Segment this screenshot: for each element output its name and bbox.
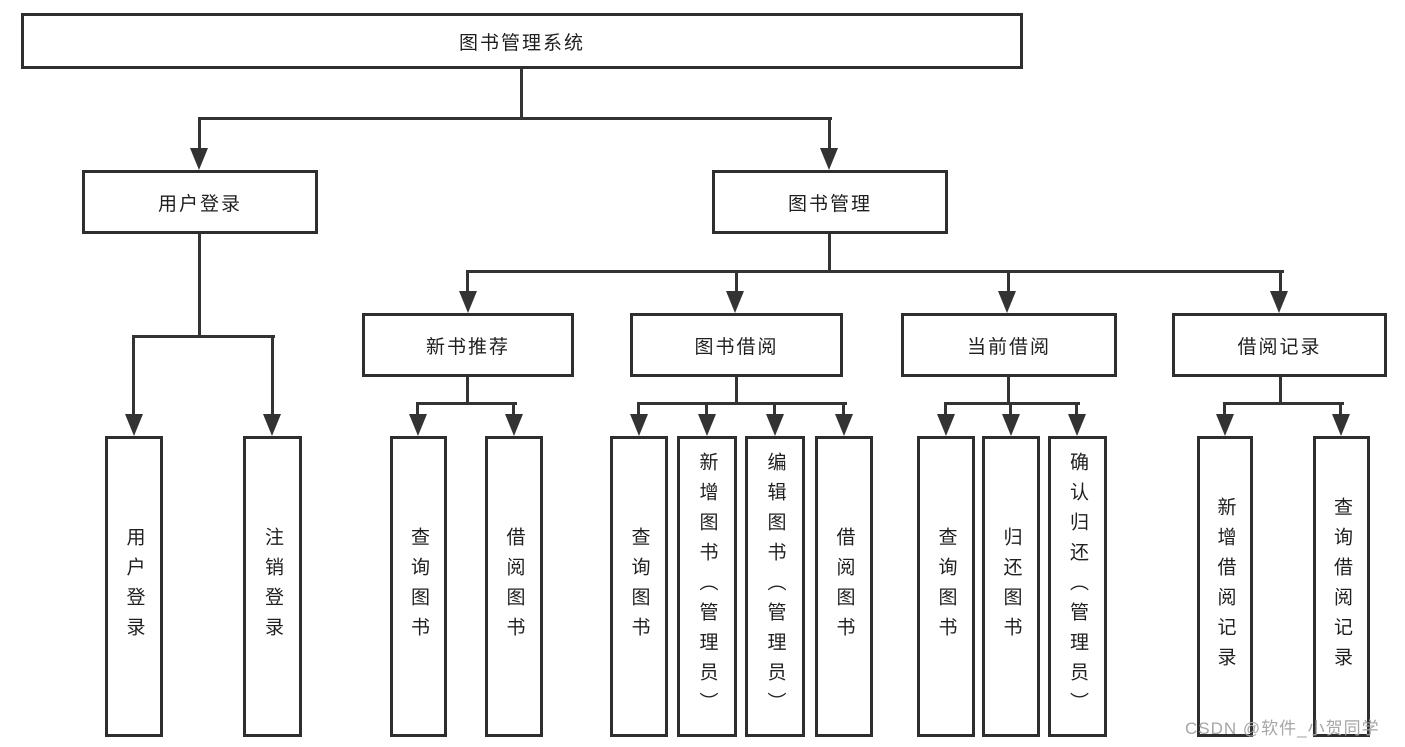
connector-line [132, 335, 275, 338]
leaf-edit-book-admin: 编辑图书（管理员） [745, 436, 805, 737]
leaf-user-login: 用户登录 [105, 436, 163, 737]
connector-line [198, 117, 832, 120]
arrowhead-down-icon [190, 148, 208, 170]
arrowhead-down-icon [937, 414, 955, 436]
arrowhead-down-icon [998, 291, 1016, 313]
connector-line [466, 377, 469, 405]
arrowhead-down-icon [505, 414, 523, 436]
connector-line [637, 402, 847, 405]
leaf-label: 确认归还（管理员） [1067, 451, 1088, 722]
connector-line [1223, 402, 1344, 405]
connector-line [1279, 377, 1282, 405]
node-root: 图书管理系统 [21, 13, 1023, 69]
leaf-confirm-return-admin: 确认归还（管理员） [1048, 436, 1107, 737]
node-book-borrow: 图书借阅 [630, 313, 843, 377]
leaf-label: 注销登录 [262, 526, 283, 647]
node-label: 新书推荐 [425, 336, 510, 358]
leaf-label: 借阅图书 [833, 526, 855, 647]
leaf-label: 查询图书 [408, 526, 429, 647]
node-current-borrow: 当前借阅 [901, 313, 1117, 377]
leaf-label: 查询借阅记录 [1331, 496, 1352, 677]
arrowhead-down-icon [1002, 414, 1020, 436]
arrowhead-down-icon [459, 291, 477, 313]
node-label: 借阅记录 [1237, 336, 1322, 358]
leaf-query-books-recommend: 查询图书 [390, 436, 447, 737]
connector-line [1007, 377, 1010, 405]
connector-line [1009, 402, 1012, 420]
connector-line [842, 402, 845, 420]
leaf-borrow-books: 借阅图书 [815, 436, 873, 737]
connector-line [416, 402, 517, 405]
leaf-add-borrow-record: 新增借阅记录 [1197, 436, 1253, 737]
leaf-label: 归还图书 [1000, 526, 1022, 647]
connector-line [773, 402, 776, 420]
node-new-book-recommend: 新书推荐 [362, 313, 574, 377]
connector-line [1075, 402, 1078, 420]
arrowhead-down-icon [766, 414, 784, 436]
arrowhead-down-icon [125, 414, 143, 436]
connector-line [520, 69, 523, 119]
arrowhead-down-icon [726, 291, 744, 313]
node-label: 图书管理系统 [458, 32, 585, 54]
connector-line [735, 377, 738, 405]
leaf-label: 新增图书（管理员） [696, 451, 718, 722]
connector-line [1223, 402, 1226, 420]
leaf-add-book-admin: 新增图书（管理员） [677, 436, 737, 737]
leaf-return-book: 归还图书 [982, 436, 1040, 737]
connector-line [944, 402, 947, 420]
arrowhead-down-icon [820, 148, 838, 170]
node-label: 用户登录 [157, 193, 242, 215]
arrowhead-down-icon [1270, 291, 1288, 313]
arrowhead-down-icon [630, 414, 648, 436]
connector-line [828, 117, 831, 152]
csdn-watermark: CSDN @软件_小贺同学 [1185, 719, 1380, 738]
connector-line [735, 270, 738, 295]
leaf-label: 用户登录 [123, 526, 145, 647]
connector-line [512, 402, 515, 420]
node-label: 图书借阅 [694, 336, 779, 358]
arrowhead-down-icon [1216, 414, 1234, 436]
arrowhead-down-icon [835, 414, 853, 436]
connector-line [198, 117, 201, 152]
arrowhead-down-icon [263, 414, 281, 436]
connector-line [637, 402, 640, 420]
arrowhead-down-icon [698, 414, 716, 436]
node-borrow-records: 借阅记录 [1172, 313, 1387, 377]
connector-line [1279, 270, 1282, 295]
leaf-label: 查询图书 [935, 526, 957, 647]
connector-line [416, 402, 419, 420]
connector-line [705, 402, 708, 420]
leaf-label: 查询图书 [628, 526, 650, 647]
connector-line [198, 234, 201, 337]
arrowhead-down-icon [1068, 414, 1086, 436]
node-label: 图书管理 [787, 193, 872, 215]
connector-line [1339, 402, 1342, 420]
connector-line [466, 270, 1284, 273]
node-book-management: 图书管理 [712, 170, 948, 234]
leaf-logout: 注销登录 [243, 436, 302, 737]
connector-line [944, 402, 1080, 405]
leaf-query-books-borrow: 查询图书 [610, 436, 668, 737]
node-label: 当前借阅 [966, 336, 1051, 358]
connector-line [828, 234, 831, 273]
leaf-label: 编辑图书（管理员） [764, 451, 786, 722]
arrowhead-down-icon [409, 414, 427, 436]
leaf-label: 借阅图书 [503, 526, 525, 647]
connector-line [271, 335, 274, 417]
connector-line [1007, 270, 1010, 295]
leaf-query-books-current: 查询图书 [917, 436, 975, 737]
arrowhead-down-icon [1332, 414, 1350, 436]
connector-line [132, 335, 135, 417]
leaf-borrow-books-recommend: 借阅图书 [485, 436, 543, 737]
leaf-query-borrow-record: 查询借阅记录 [1313, 436, 1370, 737]
connector-line [466, 270, 469, 295]
node-user-login: 用户登录 [82, 170, 318, 234]
leaf-label: 新增借阅记录 [1214, 496, 1236, 677]
